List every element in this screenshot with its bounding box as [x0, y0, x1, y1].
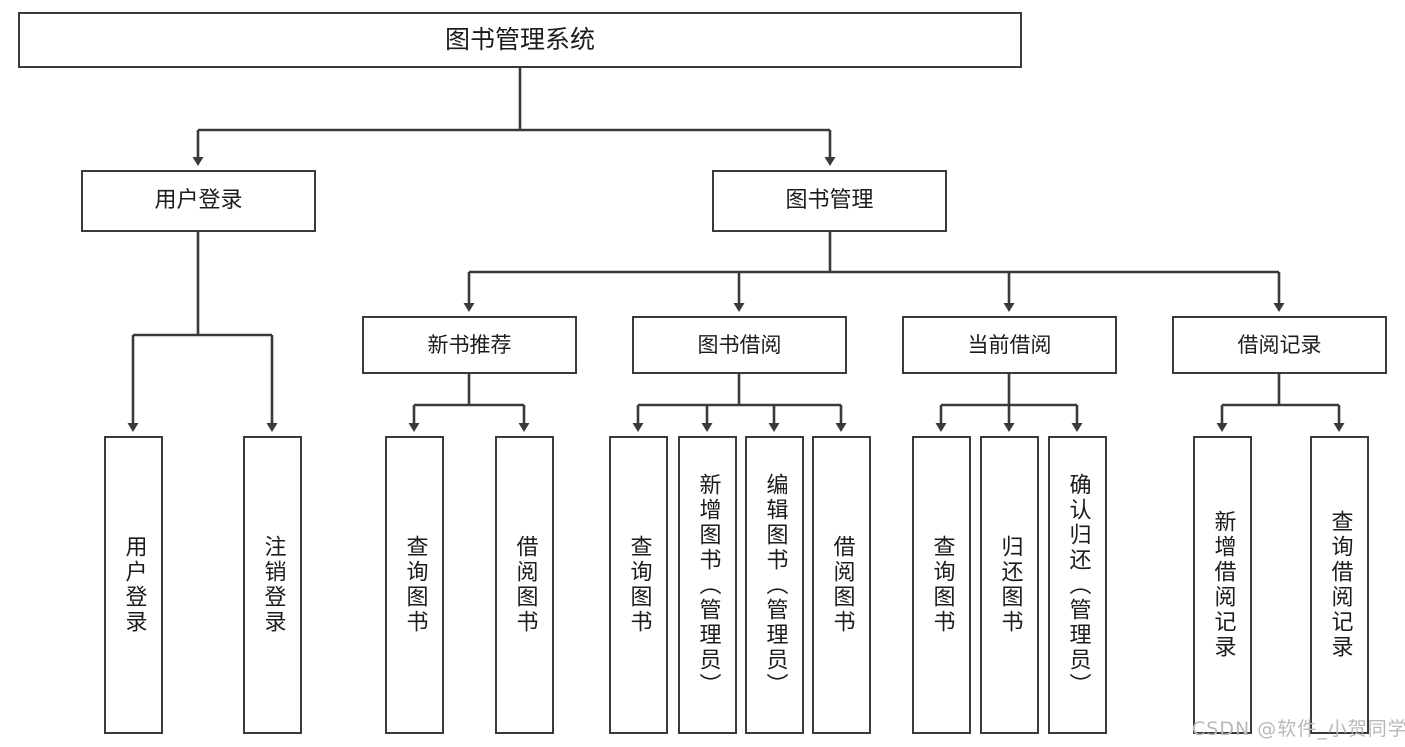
leaf-current-return-book[interactable]: 归还图书 [980, 436, 1039, 734]
leaf-user-login-login[interactable]: 用户登录 [104, 436, 163, 734]
node-book-management[interactable]: 图书管理 [712, 170, 947, 232]
node-label: 用户登录 [121, 535, 147, 635]
node-label: 查询图书 [929, 535, 955, 635]
node-root-system[interactable]: 图书管理系统 [18, 12, 1022, 68]
node-label: 归还图书 [997, 535, 1023, 635]
node-label: 图书管理 [785, 188, 874, 214]
leaf-record-add-record[interactable]: 新增借阅记录 [1193, 436, 1252, 734]
node-label: 新增图书（管理员） [695, 472, 721, 698]
node-label: 用户登录 [154, 188, 243, 214]
leaf-current-query-book[interactable]: 查询图书 [912, 436, 971, 734]
node-label: 当前借阅 [967, 332, 1052, 357]
leaf-borrow-add-book-admin[interactable]: 新增图书（管理员） [678, 436, 737, 734]
node-label: 图书管理系统 [444, 25, 595, 55]
node-book-borrow[interactable]: 图书借阅 [632, 316, 847, 374]
node-label: 注销登录 [260, 535, 286, 635]
node-user-login[interactable]: 用户登录 [81, 170, 316, 232]
node-label: 查询图书 [402, 535, 428, 635]
leaf-user-login-logout[interactable]: 注销登录 [243, 436, 302, 734]
leaf-current-confirm-return-admin[interactable]: 确认归还（管理员） [1048, 436, 1107, 734]
node-label: 借阅记录 [1237, 332, 1322, 357]
node-label: 查询图书 [626, 535, 652, 635]
node-label: 查询借阅记录 [1327, 510, 1353, 660]
node-label: 借阅图书 [829, 535, 855, 635]
leaf-recommend-borrow-book[interactable]: 借阅图书 [495, 436, 554, 734]
leaf-record-query-record[interactable]: 查询借阅记录 [1310, 436, 1369, 734]
node-label: 图书借阅 [697, 332, 782, 357]
node-label: 确认归还（管理员） [1065, 472, 1091, 698]
leaf-borrow-edit-book-admin[interactable]: 编辑图书（管理员） [745, 436, 804, 734]
node-label: 新增借阅记录 [1210, 510, 1236, 660]
node-new-book-recommend[interactable]: 新书推荐 [362, 316, 577, 374]
node-label: 借阅图书 [512, 535, 538, 635]
node-current-borrow[interactable]: 当前借阅 [902, 316, 1117, 374]
node-label: 新书推荐 [427, 332, 512, 357]
leaf-borrow-borrow-book[interactable]: 借阅图书 [812, 436, 871, 734]
leaf-borrow-query-book[interactable]: 查询图书 [609, 436, 668, 734]
node-borrow-record[interactable]: 借阅记录 [1172, 316, 1387, 374]
csdn-watermark: CSDN @软件_小贺同学 [1192, 718, 1405, 740]
leaf-recommend-query-book[interactable]: 查询图书 [385, 436, 444, 734]
node-label: 编辑图书（管理员） [762, 472, 788, 698]
